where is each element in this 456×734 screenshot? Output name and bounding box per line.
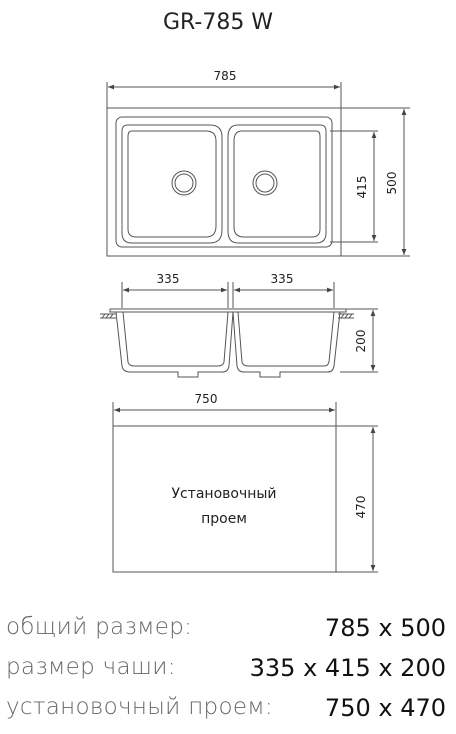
left-bowl (121, 124, 223, 244)
spec-label: общий размер: (6, 614, 193, 640)
cutout-caption-line1: Установочный (171, 486, 276, 502)
right-bowl-section (232, 311, 341, 378)
label-335-left: 335 (157, 272, 180, 286)
label-470: 470 (354, 496, 368, 519)
top-view (106, 82, 410, 257)
label-750: 750 (195, 392, 218, 406)
right-bowl (227, 124, 327, 244)
spec-value: 335 x 415 x 200 (249, 654, 446, 682)
sink-outline (106, 107, 342, 257)
label-415: 415 (355, 176, 369, 199)
left-drain (171, 170, 197, 196)
spec-bowl-size: размер чаши: 335 x 415 x 200 (0, 654, 456, 694)
section-view (100, 282, 378, 378)
spec-label: размер чаши: (6, 654, 176, 680)
spec-cutout-size: установочный проем: 750 x 470 (0, 694, 456, 734)
right-drain (252, 170, 278, 196)
cutout-caption-line2: проем (201, 511, 247, 527)
left-bowl-section (115, 311, 234, 378)
spec-value: 750 x 470 (324, 694, 446, 722)
sink-technical-drawing: GR-785 W 785 415 500 (100, 10, 410, 573)
label-335-right: 335 (271, 272, 294, 286)
spec-overall-size: общий размер: 785 x 500 (0, 614, 456, 654)
spec-label: установочный проем: (6, 694, 273, 720)
cutout-rect (112, 425, 337, 573)
model-title: GR-785 W (163, 10, 273, 35)
cutout-view (112, 402, 378, 573)
spec-value: 785 x 500 (324, 614, 446, 642)
label-200: 200 (354, 330, 368, 353)
label-785: 785 (214, 69, 237, 83)
label-500: 500 (385, 172, 399, 195)
